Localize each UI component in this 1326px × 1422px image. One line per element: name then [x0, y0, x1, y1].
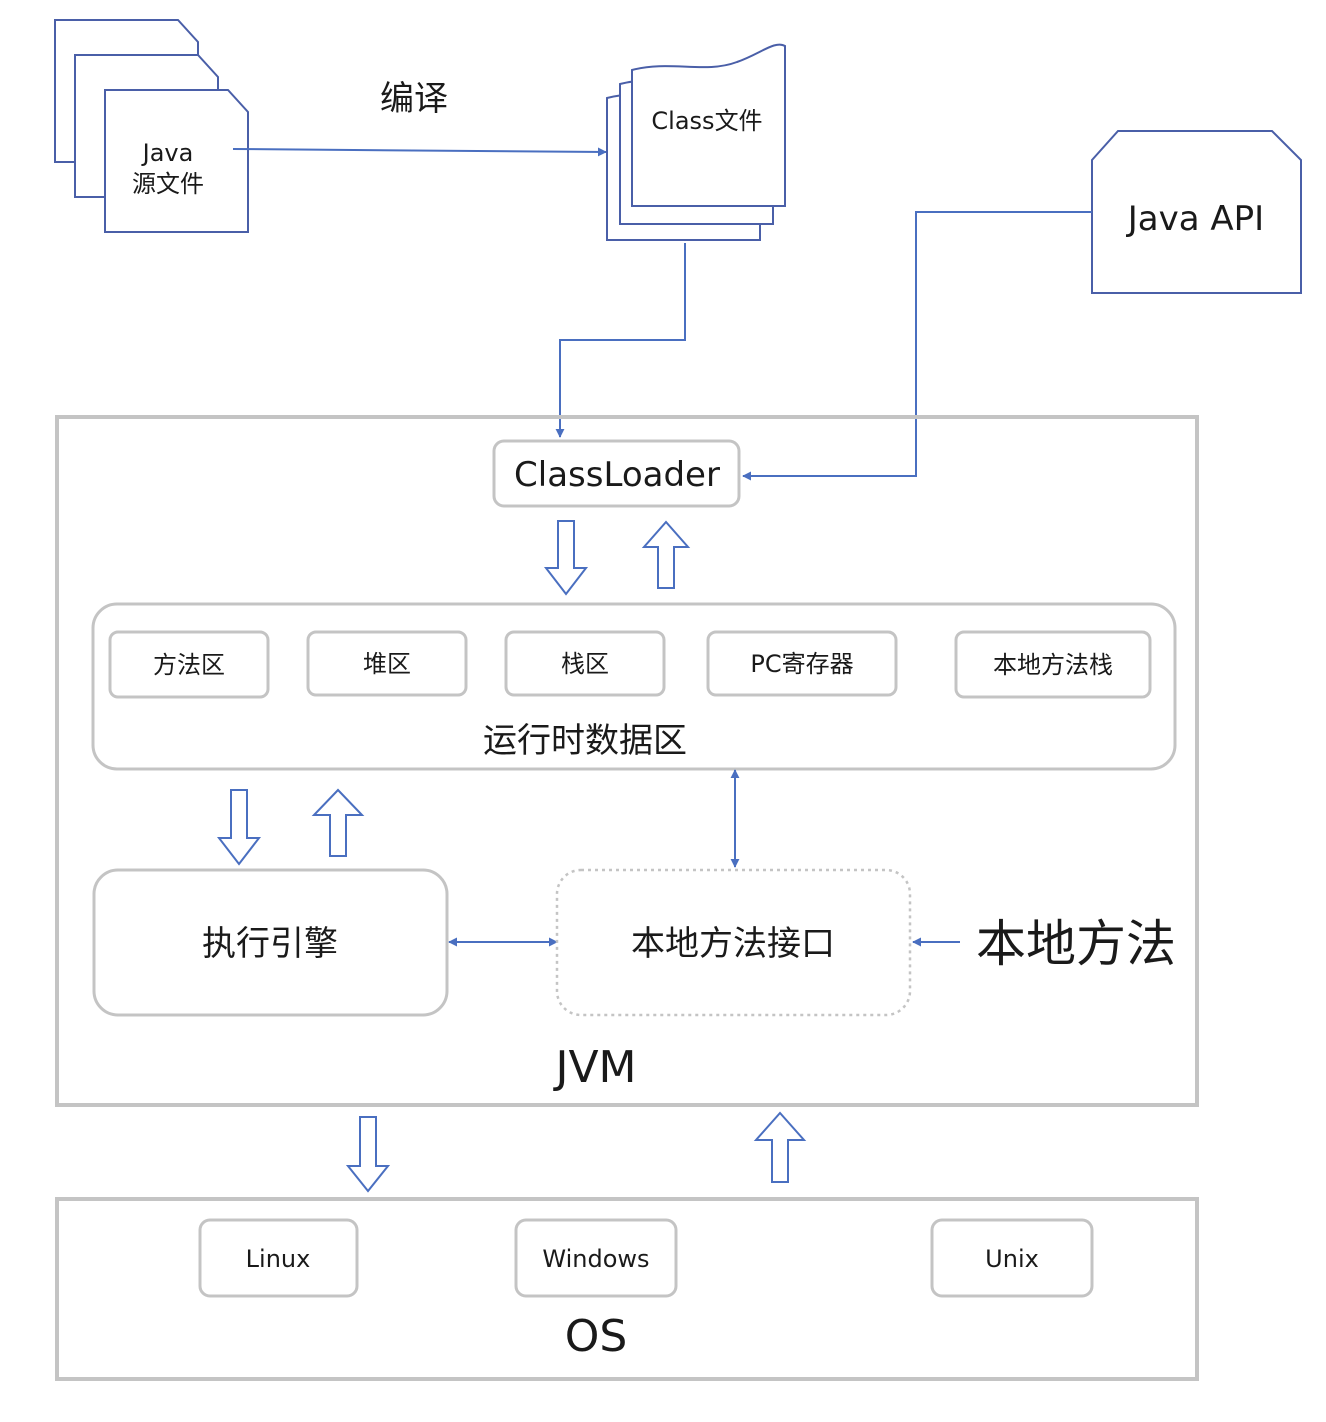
java-api-label: Java API [1126, 199, 1264, 239]
native-method-stack-box [954, 630, 1152, 699]
os-to-jvm-arrow [753, 1111, 807, 1183]
classloader-label: ClassLoader [514, 455, 720, 495]
os-windows-box [514, 1218, 678, 1298]
os-linux-label: Linux [246, 1245, 311, 1273]
java-api-doc: Java API [1091, 130, 1302, 294]
os-unix-box [930, 1218, 1094, 1298]
class-file-label: Class文件 [651, 107, 762, 135]
pc-register-box [706, 630, 898, 697]
runtime-to-engine-arrow [216, 789, 262, 866]
stack-label: 栈区 [561, 650, 609, 678]
classloader-to-runtime-arrow [543, 520, 589, 596]
jvm-label: JVM [552, 1042, 636, 1093]
os-windows-label: Windows [542, 1245, 649, 1273]
pc-register-label: PC寄存器 [750, 650, 853, 678]
engine-to-runtime-arrow [311, 788, 365, 857]
stack-box [504, 630, 666, 697]
classloader-box [492, 439, 741, 508]
os-label: OS [565, 1311, 628, 1362]
source-files-label-line1: Java [141, 139, 194, 167]
java-source-files: Java 源文件 [54, 19, 249, 233]
execution-engine-label: 执行引擎 [202, 924, 338, 964]
heap-label: 堆区 [363, 650, 411, 678]
native-method-label: 本地方法 [976, 915, 1176, 973]
source-files-label-line2: 源文件 [132, 170, 204, 198]
execution-engine-box [92, 868, 449, 1017]
runtime-data-area-label: 运行时数据区 [483, 721, 687, 761]
os-frame [55, 1197, 1199, 1381]
runtime-to-classloader-arrow [641, 520, 691, 589]
source-file-sheet-front [104, 89, 249, 233]
native-method-stack-label: 本地方法栈 [993, 651, 1113, 679]
jvm-to-os-arrow [345, 1116, 391, 1193]
native-method-interface-label: 本地方法接口 [631, 924, 835, 964]
api-to-classloader-connector [742, 211, 1092, 481]
heap-box [306, 630, 468, 697]
class-to-classloader-connector [555, 243, 686, 438]
java-api-doc-shape [1091, 130, 1302, 294]
jvm-frame [55, 415, 1199, 1107]
compile-label: 编译 [380, 79, 448, 119]
os-linux-box [198, 1218, 359, 1298]
method-area-box [108, 630, 270, 699]
method-area-label: 方法区 [153, 651, 225, 679]
class-file-sheet-front [631, 43, 786, 207]
class-files: Class文件 [606, 43, 786, 241]
compile-arrow [232, 147, 607, 157]
native-method-interface-box [555, 868, 912, 1017]
os-unix-label: Unix [985, 1245, 1039, 1273]
